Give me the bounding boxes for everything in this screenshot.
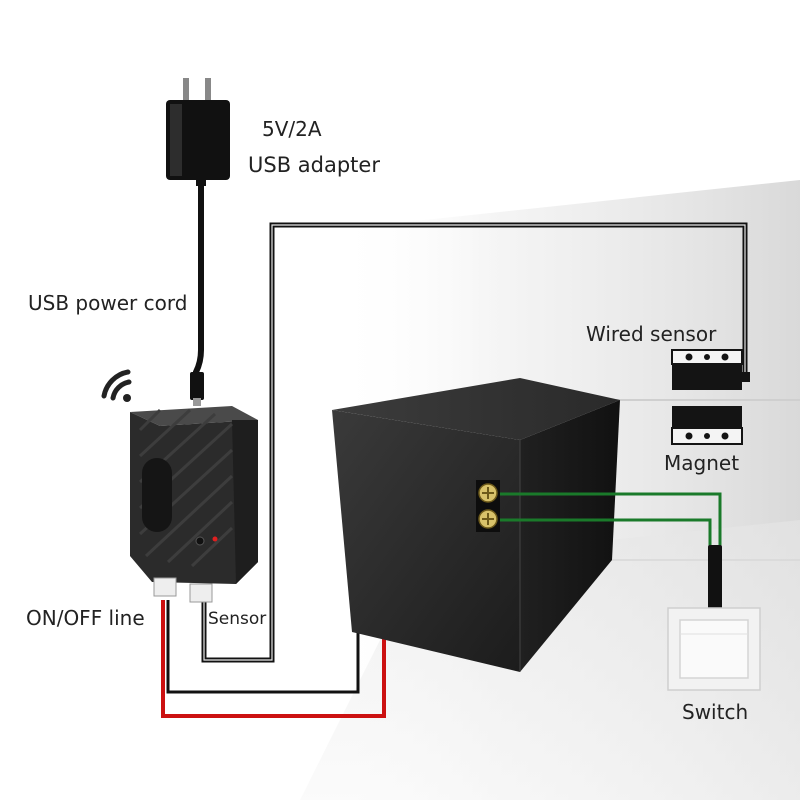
switch-label: Switch xyxy=(682,700,748,724)
switch-wire-green-2 xyxy=(500,518,712,548)
status-led xyxy=(212,536,218,542)
wall-switch-icon xyxy=(667,607,761,691)
switch-wire-green-1 xyxy=(500,492,722,548)
adapter-name-label: USB adapter xyxy=(248,153,380,177)
garage-door-opener-icon xyxy=(332,378,620,672)
magnet-icon xyxy=(671,406,743,445)
wired-sensor-label: Wired sensor xyxy=(586,322,717,346)
magnet-label: Magnet xyxy=(664,451,739,475)
sensor-port-label: Sensor xyxy=(208,609,266,629)
adapter-rating-label: 5V/2A xyxy=(262,117,322,141)
power-cord-label: USB power cord xyxy=(28,291,187,315)
usb-adapter-icon xyxy=(166,78,230,186)
micro-usb-plug xyxy=(190,372,204,400)
switch-cable xyxy=(708,545,722,615)
on-off-line-label: ON/OFF line xyxy=(26,606,145,630)
screw-terminal-icon xyxy=(476,480,500,532)
wired-sensor-icon xyxy=(671,349,750,390)
wifi-garage-controller-icon xyxy=(130,406,258,603)
wifi-icon xyxy=(101,369,132,402)
usb-power-cord xyxy=(193,186,204,390)
